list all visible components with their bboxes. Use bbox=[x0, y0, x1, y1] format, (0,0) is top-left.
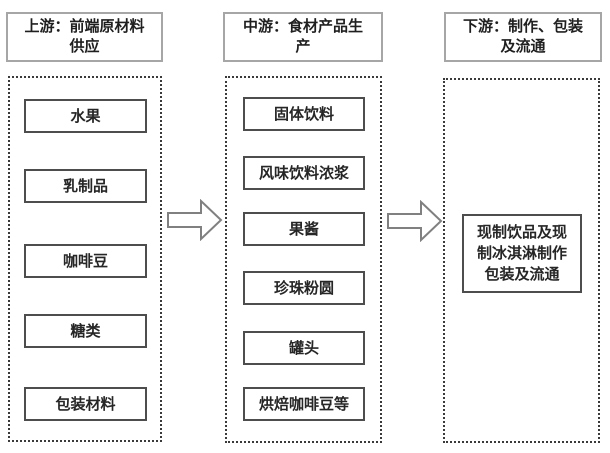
column-header-upstream: 上游：前端原材料供应 bbox=[6, 12, 163, 62]
item-box: 风味饮料浓浆 bbox=[243, 156, 365, 190]
midstream-group-container bbox=[225, 76, 382, 443]
column-header-midstream: 中游：食材产品生产 bbox=[223, 12, 383, 62]
item-box: 罐头 bbox=[243, 331, 365, 365]
column-header-downstream: 下游：制作、包装及流通 bbox=[444, 12, 602, 62]
item-box: 糖类 bbox=[24, 314, 147, 348]
item-box: 咖啡豆 bbox=[24, 244, 147, 278]
item-box: 水果 bbox=[24, 99, 147, 133]
item-box: 包装材料 bbox=[24, 387, 147, 421]
item-box: 珍珠粉圆 bbox=[243, 271, 365, 305]
right-arrow-icon bbox=[167, 199, 223, 241]
item-box: 果酱 bbox=[243, 212, 365, 246]
item-box: 现制饮品及现制冰淇淋制作包装及流通 bbox=[462, 214, 582, 293]
item-box: 乳制品 bbox=[24, 169, 147, 203]
item-box: 固体饮料 bbox=[243, 97, 365, 131]
item-box: 烘焙咖啡豆等 bbox=[243, 387, 365, 421]
right-arrow-icon bbox=[387, 200, 443, 242]
